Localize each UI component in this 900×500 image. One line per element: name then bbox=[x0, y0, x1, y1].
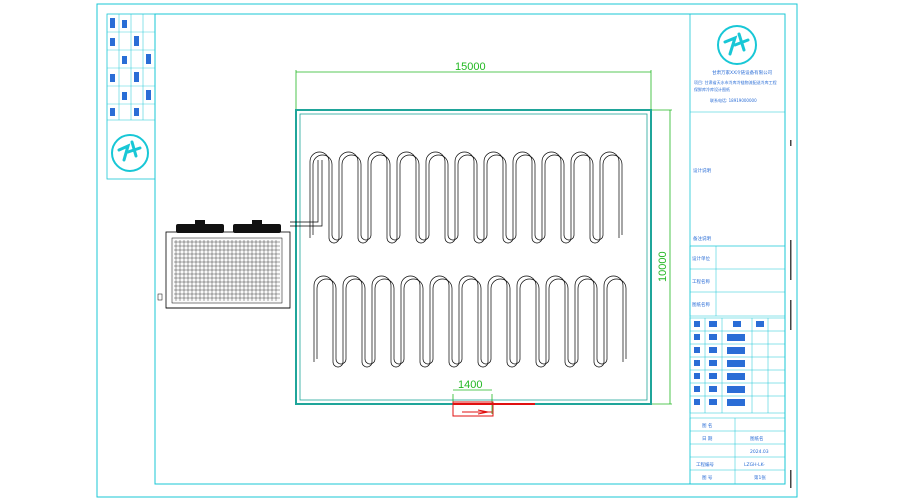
outer-frame bbox=[96, 3, 798, 498]
lower-row-1-label: 图 名 bbox=[702, 422, 712, 429]
coil-row-1 bbox=[309, 151, 620, 244]
coil-row-1 bbox=[312, 154, 623, 241]
project-line-2: 保鲜库冷库设计图纸 bbox=[694, 86, 730, 92]
remark-label: 备注说明 bbox=[693, 235, 711, 242]
lower-row-3-label: 工程编号 bbox=[696, 461, 714, 468]
design-note-label: 设计说明 bbox=[693, 167, 711, 174]
company-logo-icon bbox=[717, 25, 757, 65]
dim-door-text: 1400 bbox=[458, 379, 482, 391]
edge-marks bbox=[790, 140, 792, 488]
evaporator-coils bbox=[309, 151, 627, 368]
phone-line: 联系电话: 18919000000 bbox=[710, 97, 757, 103]
project-name-label: 工程名称 bbox=[692, 278, 710, 285]
condensing-unit bbox=[157, 220, 291, 309]
title-block: 甘肃万家XX冷链设备有限公司 项目: 甘肃省天水市冷库冷链物流配送冷库工程 保鲜… bbox=[689, 14, 786, 485]
left-stamp bbox=[106, 13, 156, 180]
stamp-logo-icon bbox=[111, 134, 149, 172]
dim-length-text: 15000 bbox=[455, 61, 486, 73]
dim-width: 10000 bbox=[651, 109, 672, 405]
lower-row-3-value: LZGH-LK- bbox=[744, 462, 765, 468]
dim-width-text: 10000 bbox=[657, 251, 669, 282]
dim-length: 15000 bbox=[295, 61, 652, 110]
lower-row-2-label: 日 期 bbox=[702, 436, 713, 442]
lower-row-1-value: 图纸名 bbox=[750, 435, 764, 442]
drawing-name-label: 图纸名称 bbox=[692, 301, 710, 308]
lower-row-4-value: 第1张 bbox=[754, 474, 766, 481]
room-wall-outer bbox=[295, 109, 652, 405]
design-unit-label: 设计单位 bbox=[692, 255, 710, 262]
coil-row-2 bbox=[316, 278, 627, 365]
project-line-1: 项目: 甘肃省天水市冷库冷链物流配送冷库工程 bbox=[694, 79, 777, 85]
door: 1400 bbox=[452, 379, 535, 417]
lower-row-2-value: 2024.03 bbox=[750, 449, 769, 455]
lower-row-4-label: 图 号 bbox=[702, 475, 713, 481]
room-wall-inner bbox=[299, 113, 648, 401]
coil-row-2 bbox=[313, 275, 624, 368]
refrigerant-line bbox=[290, 160, 323, 227]
company-name: 甘肃万家XX冷链设备有限公司 bbox=[712, 69, 772, 76]
